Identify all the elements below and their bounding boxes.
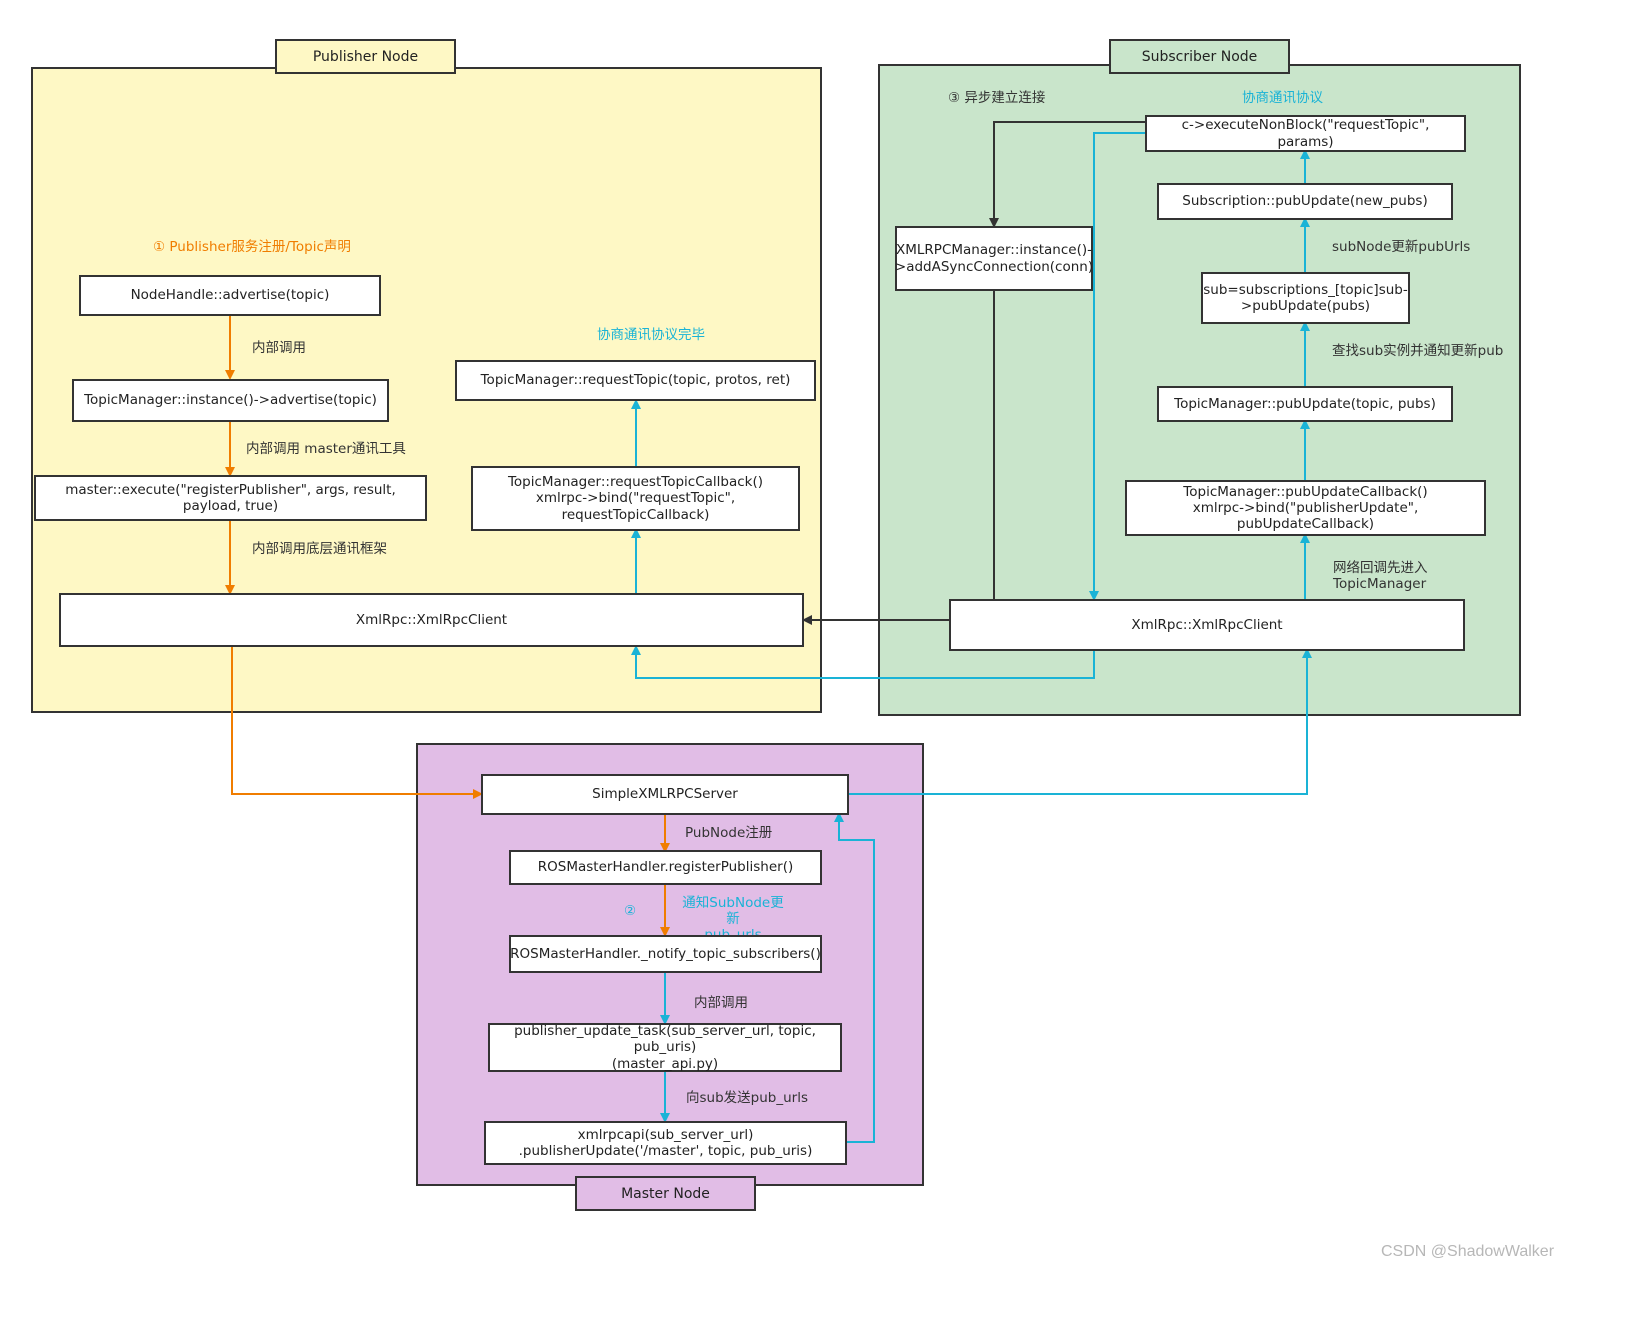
label-negotiation-done: 协商通讯协议完毕 (597, 327, 705, 343)
label-internal-call-master: 内部调用 master通讯工具 (246, 441, 406, 457)
arrow-sub-client-to-pub-client (631, 645, 1095, 679)
notify-topic-subscribers-box: ROSMasterHandler._notify_topic_subscribe… (509, 935, 822, 973)
publisher-update-task-box: publisher_update_task(sub_server_url, to… (488, 1023, 842, 1072)
label-find-notify: 查找sub实例并通知更新pub (1332, 343, 1504, 359)
label-async-connect: ③ 异步建立连接 (948, 90, 1046, 106)
publisher-step-title: ① Publisher服务注册/Topic声明 (153, 239, 351, 255)
label-internal-call-framework: 内部调用底层通讯框架 (252, 541, 387, 557)
publisher-xmlrpc-client-box: XmlRpc::XmlRpcClient (59, 593, 804, 647)
label-negotiate-protocol: 协商通讯协议 (1242, 90, 1323, 106)
subscription-pubupdate-box: Subscription::pubUpdate(new_pubs) (1157, 183, 1453, 220)
arrow-xmlrpcapi-to-server (834, 812, 875, 1143)
subscriber-node-tab: Subscriber Node (1109, 39, 1290, 74)
request-topic-box: TopicManager::requestTopic(topic, protos… (455, 360, 816, 401)
arrow-xmlrpc-manager-to-pub-client (802, 290, 995, 625)
watermark: CSDN @ShadowWalker (1381, 1243, 1555, 1260)
xmlrpc-manager-box: XMLRPCManager::instance()- >addASyncConn… (895, 226, 1093, 291)
execute-nonblock-box: c->executeNonBlock("requestTopic", param… (1145, 115, 1466, 152)
subscriber-xmlrpc-client-box: XmlRpc::XmlRpcClient (949, 599, 1465, 651)
label-update-pub-urls: subNode更新pubUrls (1332, 239, 1471, 255)
label-internal-call-1: 内部调用 (252, 340, 306, 356)
master-node-tab: Master Node (575, 1176, 756, 1211)
register-publisher-box: ROSMasterHandler.registerPublisher() (509, 850, 822, 885)
pubupdate-callback-box: TopicManager::pubUpdateCallback() xmlrpc… (1125, 480, 1486, 536)
arrow-pub-client-to-server (231, 645, 483, 799)
xmlrpcapi-publisher-update-box: xmlrpcapi(sub_server_url) .publisherUpda… (484, 1121, 847, 1165)
arrow-execute-to-sub-client (1089, 132, 1145, 601)
sub-find-box: sub=subscriptions_[topic]sub- >pubUpdate… (1201, 272, 1410, 324)
arrow-server-to-sub-client (848, 648, 1312, 795)
label-send-pub-urls: 向sub发送pub_urls (686, 1090, 808, 1106)
nodehandle-advertise-box: NodeHandle::advertise(topic) (79, 275, 381, 316)
label-net-callback: 网络回调先进入 TopicManager (1333, 560, 1428, 593)
topicmanager-pubupdate-box: TopicManager::pubUpdate(topic, pubs) (1157, 386, 1453, 422)
label-step-2: ② (624, 903, 637, 919)
simple-xmlrpc-server-box: SimpleXMLRPCServer (481, 774, 849, 815)
label-pubnode-register: PubNode注册 (685, 825, 773, 841)
master-execute-box: master::execute("registerPublisher", arg… (34, 475, 427, 521)
arrow-execute-to-xmlrpc-manager (989, 121, 1145, 228)
label-master-internal-call: 内部调用 (694, 995, 748, 1011)
publisher-node-tab: Publisher Node (275, 39, 456, 74)
topicmanager-advertise-box: TopicManager::instance()->advertise(topi… (72, 379, 389, 422)
request-topic-callback-box: TopicManager::requestTopicCallback() xml… (471, 466, 800, 531)
